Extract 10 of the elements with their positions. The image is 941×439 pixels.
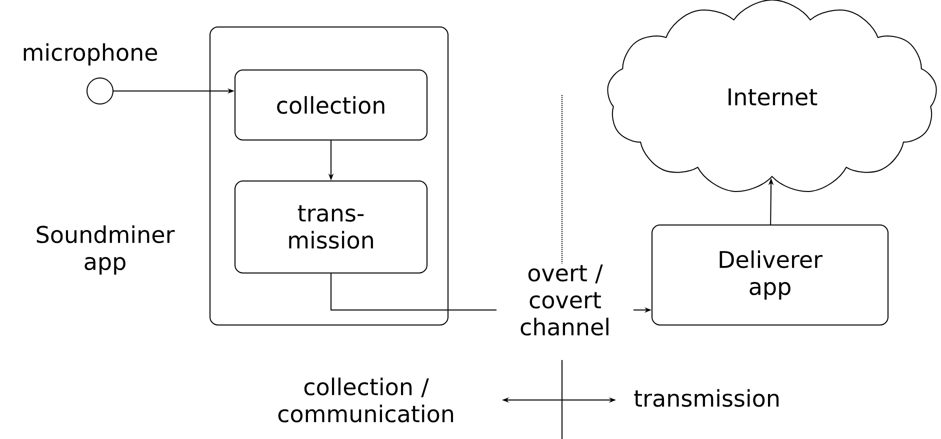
process-box: Deliverer app [652,224,889,326]
process-box: trans- mission [234,180,428,274]
node-caption: microphone [24,43,158,66]
edge-label: overt / covert channel [520,264,608,336]
node-label: Soundminer app [36,225,175,275]
axis-label: collection / communication [278,378,454,422]
microphone-circle [86,78,114,104]
cloud: Internet [607,0,937,192]
axis-label: transmission [634,389,779,407]
process-box: collection [234,70,428,140]
